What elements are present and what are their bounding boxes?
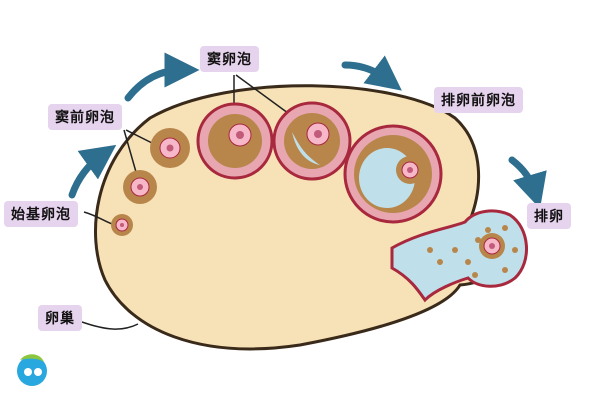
antral-follicle-2 [272,101,352,181]
label-primordial-follicle: 始基卵泡 [4,201,78,227]
antral-follicle-1 [196,102,274,180]
label-preantral-follicle: 窦前卵泡 [48,104,122,130]
label-preovulatory-follicle: 排卵前卵泡 [434,87,523,113]
preovulatory-follicle [343,124,443,224]
label-ovary: 卵巢 [38,305,82,331]
label-antral-follicle: 窦卵泡 [200,46,259,72]
ovulating-follicle [390,209,528,303]
label-ovulation: 排卵 [527,203,571,229]
curved-arrow-icon [68,52,547,209]
primordial-follicle [111,214,133,236]
preantral-follicle-large [150,128,190,168]
preantral-follicle-small [123,170,157,204]
logo-icon [17,354,47,386]
